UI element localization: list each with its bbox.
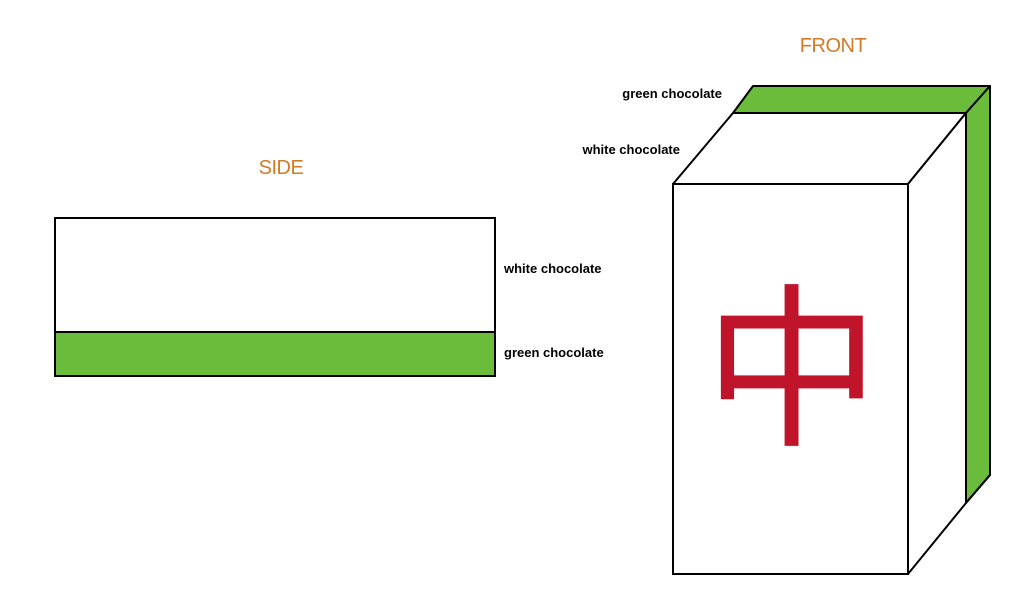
side-white-layer (54, 217, 496, 333)
side-green-label: green chocolate (504, 345, 604, 360)
side-green-layer (54, 331, 496, 377)
side-title: SIDE (259, 157, 304, 179)
side-view: SIDE white chocolate green chocolate (54, 157, 604, 377)
front-bottom-edge (965, 474, 991, 504)
front-green-top (732, 85, 991, 114)
side-white-label: white chocolate (503, 261, 602, 276)
front-white-label: white chocolate (581, 142, 680, 157)
front-face-character: 中 (704, 269, 880, 474)
front-white-side (907, 112, 967, 575)
front-green-label: green chocolate (622, 86, 722, 101)
front-face (672, 183, 909, 575)
front-green-side (965, 85, 991, 504)
front-view: FRONT 中 green chocolate white chocolate (581, 35, 991, 575)
front-title: FRONT (800, 35, 867, 57)
